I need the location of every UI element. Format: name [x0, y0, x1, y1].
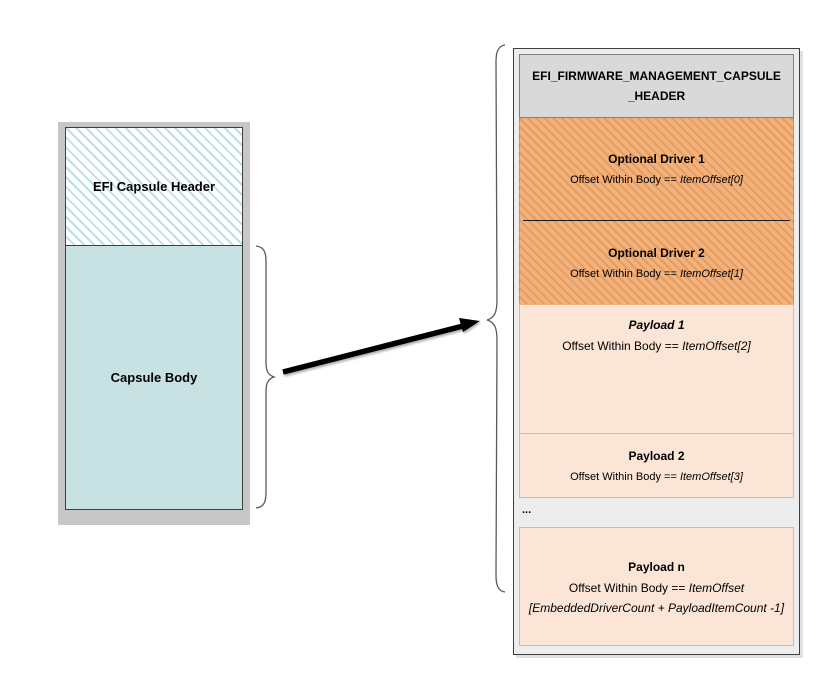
payload-n-offset: Offset Within Body == ItemOffset [Embedd…	[528, 580, 785, 615]
payload-1-title: Payload 1	[628, 318, 685, 332]
fmc-header-line1: EFI_FIRMWARE_MANAGEMENT_CAPSULE	[532, 69, 781, 83]
optional-driver-2-offset: Offset Within Body == ItemOffset[1]	[570, 267, 743, 280]
optional-driver-2-title: Optional Driver 2	[608, 245, 705, 260]
payload-n-section: Payload n Offset Within Body == ItemOffs…	[519, 527, 794, 646]
optional-driver-1-offset: Offset Within Body == ItemOffset[0]	[570, 174, 743, 186]
payload-1-offset: Offset Within Body == ItemOffset[2]	[562, 339, 751, 353]
efi-capsule-header-label: EFI Capsule Header	[92, 179, 216, 194]
optional-driver-1-section: Optional Driver 1 Offset Within Body == …	[520, 118, 793, 220]
fmc-header-line2: _HEADER	[627, 89, 686, 103]
capsule-box: EFI Capsule Header Capsule Body	[65, 127, 243, 510]
optional-driver-1-title: Optional Driver 1	[608, 152, 705, 166]
capsule-body-section: Capsule Body	[66, 246, 242, 509]
capsule-structure-brace	[486, 44, 506, 593]
capsule-frame: EFI Capsule Header Capsule Body	[58, 122, 250, 525]
capsule-body-brace	[255, 245, 277, 509]
fmc-header-section: EFI_FIRMWARE_MANAGEMENT_CAPSULE _HEADER	[519, 54, 794, 118]
payload-2-title: Payload 2	[628, 448, 685, 463]
expansion-arrow	[282, 318, 480, 375]
driver-divider-line	[523, 220, 790, 221]
payload-2-offset: Offset Within Body == ItemOffset[3]	[570, 470, 743, 483]
ellipsis: ...	[522, 504, 532, 516]
fmc-structure-box: EFI_FIRMWARE_MANAGEMENT_CAPSULE _HEADER …	[513, 48, 800, 655]
efi-capsule-header-section: EFI Capsule Header	[66, 128, 242, 246]
optional-drivers-block: Optional Driver 1 Offset Within Body == …	[519, 118, 794, 304]
capsule-body-label: Capsule Body	[110, 370, 198, 385]
payload-n-title: Payload n	[628, 559, 685, 574]
optional-driver-2-section: Optional Driver 2 Offset Within Body == …	[520, 221, 793, 304]
payload-2-section: Payload 2 Offset Within Body == ItemOffs…	[519, 433, 794, 498]
payload-1-section: Payload 1 Offset Within Body == ItemOffs…	[519, 304, 794, 434]
